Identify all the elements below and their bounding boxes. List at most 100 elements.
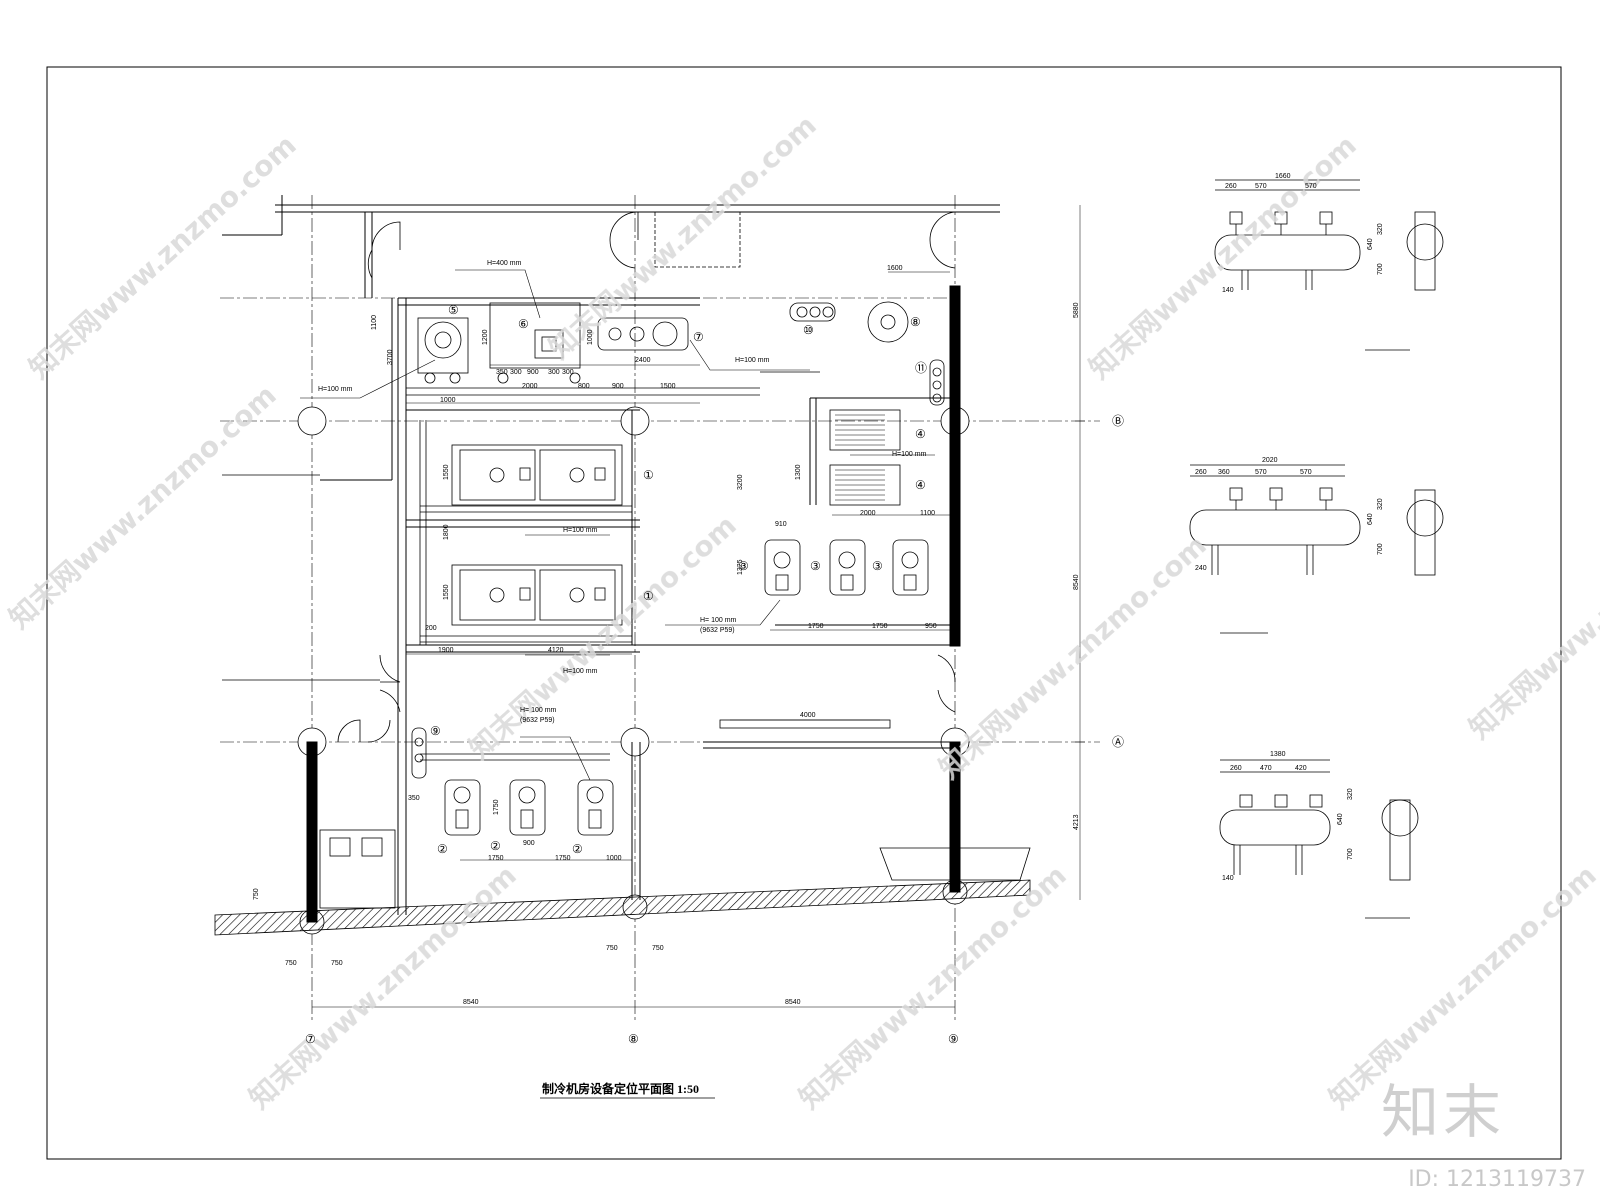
- annotation-spec: (9632 P59): [520, 717, 555, 724]
- dimension-text: 350: [496, 369, 508, 376]
- equipment-tag: ③: [738, 559, 749, 573]
- dimension-text: 1750: [808, 623, 824, 630]
- manifold-dimension: 260: [1195, 469, 1207, 476]
- manifold-dimension: 320: [1347, 788, 1354, 800]
- manifold-dimension: 2020: [1262, 457, 1278, 464]
- manifold-dimension: 700: [1377, 543, 1384, 555]
- dimension-text: 200: [425, 625, 437, 632]
- equipment-tag: ②: [437, 842, 448, 856]
- annotation-h100: H=100 mm: [892, 451, 927, 458]
- dimension-text: 1750: [493, 799, 500, 815]
- dimension-text: 350: [408, 795, 420, 802]
- grid-axis-row-a: Ⓐ: [1112, 735, 1124, 749]
- ground-hatch: [214, 879, 1031, 936]
- sheet-frame: [46, 66, 1562, 1160]
- watermarks: 知末网www.znzmo.com 知末网www.znzmo.com 知末网www…: [3, 108, 1600, 1115]
- svg-text:知末网www.znzmo.com: 知末网www.znzmo.com: [463, 508, 743, 765]
- equipment-tag: ③: [810, 559, 821, 573]
- trench: [879, 847, 1031, 881]
- equipment-tag: ①: [643, 589, 654, 603]
- manifold-dimension: 360: [1218, 469, 1230, 476]
- dimension-text: 1750: [872, 623, 888, 630]
- manifold-details: [1189, 179, 1444, 919]
- dimension-text: 1300: [795, 464, 802, 480]
- brand-logo-watermark: 知末: [1380, 1078, 1505, 1146]
- equipment-tag: ⑪: [915, 361, 927, 375]
- dimension-text: 8540: [463, 999, 479, 1006]
- annotation-h400: H=400 mm: [487, 260, 522, 267]
- annotation-spec: (9632 P59): [700, 627, 735, 634]
- dimension-text: 3700: [387, 349, 394, 365]
- dimension-text: 1000: [606, 855, 622, 862]
- dimension-text: 900: [523, 840, 535, 847]
- dimension-text: 5880: [1073, 302, 1080, 318]
- svg-text:知末网www.znzmo.com: 知末网www.znzmo.com: [1463, 488, 1600, 745]
- image-id-watermark: ID: 1213119737: [1408, 1167, 1586, 1192]
- manifold-dimension: 570: [1305, 183, 1317, 190]
- manifold-dimension: 570: [1255, 183, 1267, 190]
- equipment-tag: ④: [915, 427, 926, 441]
- equipment-tag: ②: [490, 839, 501, 853]
- grid-axis-col-7: ⑦: [305, 1032, 316, 1046]
- manifold-dimension: 320: [1377, 223, 1384, 235]
- dimension-text: 1750: [555, 855, 571, 862]
- dimension-text: 300: [548, 369, 560, 376]
- svg-text:知末网www.znzmo.com: 知末网www.znzmo.com: [543, 108, 823, 365]
- dimension-text: 950: [925, 623, 937, 630]
- equipment-tag: ④: [915, 478, 926, 492]
- dimension-text: 1200: [482, 329, 489, 345]
- dimension-text: 900: [527, 369, 539, 376]
- dimension-text: 1900: [438, 647, 454, 654]
- manifold-dimension: 700: [1377, 263, 1384, 275]
- manifold-dimension: 640: [1337, 813, 1344, 825]
- dimension-text: 800: [578, 383, 590, 390]
- dimension-text: 300: [562, 369, 574, 376]
- equipment-tag: ⑦: [693, 330, 704, 344]
- dimension-text: 750: [606, 945, 618, 952]
- dimension-text: 8540: [785, 999, 801, 1006]
- grid-axis-row-b: Ⓑ: [1112, 414, 1124, 428]
- manifold-dimension: 1660: [1275, 173, 1291, 180]
- manifold-dimension: 240: [1195, 565, 1207, 572]
- manifold-dimension: 140: [1222, 875, 1234, 882]
- dimension-text: 3200: [737, 474, 744, 490]
- dimension-text: 1000: [440, 397, 456, 404]
- equipment-tag: ②: [572, 842, 583, 856]
- dimension-text: 900: [612, 383, 624, 390]
- grid-bubbles: [297, 406, 970, 935]
- manifold-dimension: 470: [1260, 765, 1272, 772]
- dimension-text: 1100: [371, 315, 378, 330]
- dimension-text: 1100: [920, 510, 935, 517]
- dimension-text: 750: [652, 945, 664, 952]
- dimension-text: 1550: [443, 464, 450, 480]
- annotation-h100: H= 100 mm: [520, 707, 557, 714]
- dimension-text: 750: [285, 960, 297, 967]
- equipment-tag: ⑥: [518, 317, 529, 331]
- manifold-dimension: 260: [1225, 183, 1237, 190]
- annotation-h100: H= 100 mm: [700, 617, 737, 624]
- manifold-dimension: 260: [1230, 765, 1242, 772]
- svg-text:知末网www.znzmo.com: 知末网www.znzmo.com: [933, 528, 1213, 785]
- equipment-tag: ⑧: [910, 315, 921, 329]
- dimension-text: 2400: [635, 357, 651, 364]
- dimension-text: 1325: [737, 559, 744, 575]
- drawing-title: 制冷机房设备定位平面图 1:50: [542, 1081, 699, 1096]
- manifold-dimension: 1380: [1270, 751, 1286, 758]
- annotation-h100: H=100 mm: [563, 527, 598, 534]
- annotation-h100: H=100 mm: [318, 386, 353, 393]
- manifold-dimension: 700: [1347, 848, 1354, 860]
- manifold-dimension: 420: [1295, 765, 1307, 772]
- dimension-text: 2000: [522, 383, 538, 390]
- manifold-dimension: 570: [1255, 469, 1267, 476]
- dimension-lines: [312, 205, 1085, 1008]
- dimension-text: 1800: [443, 524, 450, 540]
- dimension-text: 750: [331, 960, 343, 967]
- doors: [337, 211, 956, 743]
- dimension-text: 1000: [587, 329, 594, 345]
- grid-axis-col-9: ⑨: [948, 1032, 959, 1046]
- grid-axis-col-8: ⑧: [628, 1032, 639, 1046]
- manifold-dimension: 140: [1222, 287, 1234, 294]
- dimension-text: 910: [775, 521, 787, 528]
- equipment-tag: ③: [872, 559, 883, 573]
